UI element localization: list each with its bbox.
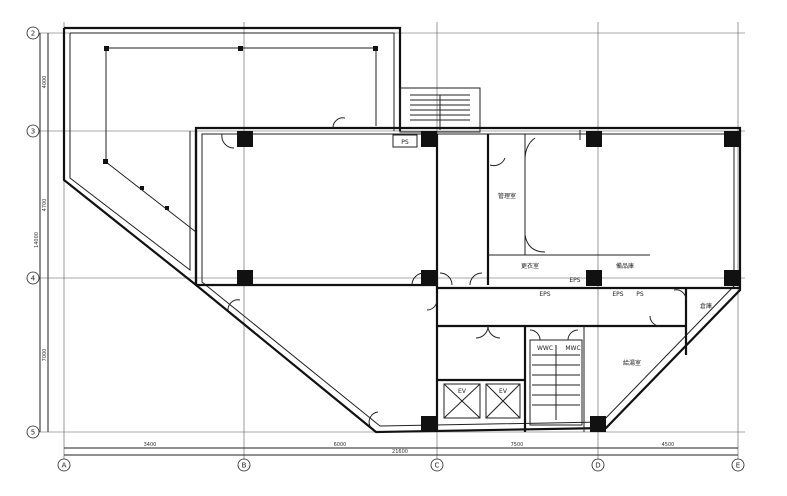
dim-total: 21600 (392, 449, 408, 455)
dim-4-5: 7000 (42, 349, 48, 362)
room-c: 備品庫 (616, 262, 634, 270)
column-c4 (421, 270, 437, 286)
dim-a-b: 3400 (144, 442, 157, 448)
terrace (62, 26, 402, 288)
room-eps-2: EPS (612, 291, 623, 298)
room-b: 更衣室 (521, 262, 539, 270)
room-storage: 倉庫 (700, 302, 712, 310)
exterior-stair (399, 87, 481, 133)
grid-col-a: A (62, 462, 67, 470)
column-b3 (237, 131, 253, 147)
interior-walls (196, 130, 740, 432)
column-c5 (421, 416, 437, 432)
left-dimensions: 4000 4700 7000 14000 (34, 76, 48, 362)
column-d3 (586, 131, 602, 147)
grid-row-4: 4 (31, 275, 36, 283)
dim-left-total: 14000 (34, 232, 40, 248)
room-a: 管理室 (498, 192, 516, 200)
grid-row-3: 3 (31, 128, 35, 136)
column-b4 (237, 270, 253, 286)
columns (237, 131, 740, 432)
dim-c-d: 7500 (511, 442, 524, 448)
dim-2-3: 4000 (42, 76, 48, 89)
column-e3 (724, 131, 740, 147)
row-bubbles: 2 3 4 5 (26, 26, 40, 439)
room-ev-2: EV (499, 388, 508, 395)
room-eps-3: EPS (569, 277, 580, 284)
grid-row-2: 2 (31, 30, 35, 38)
column-c3 (421, 131, 437, 147)
bottom-dimensions: 3400 6000 7500 4500 21600 (144, 442, 675, 455)
room-kitchen: 給湯室 (623, 359, 641, 367)
room-ps: PS (401, 139, 409, 146)
grid-lines (30, 22, 745, 470)
column-e4 (724, 270, 740, 286)
elevators (443, 383, 521, 419)
room-mwc: MWC (565, 345, 580, 352)
column-bubbles: A B C D E (57, 458, 745, 472)
dim-b-c: 6000 (334, 442, 347, 448)
interior-stair (529, 339, 583, 426)
dim-d-e: 4500 (662, 442, 675, 448)
column-d5 (590, 416, 606, 432)
room-ps-2: PS (636, 291, 644, 298)
room-eps-1: EPS (539, 291, 550, 298)
column-d4 (586, 270, 602, 286)
grid-col-e: E (736, 462, 740, 470)
room-labels: PS EPS EPS PS EPS WWC MWC EV EV 給湯室 倉庫 管… (392, 134, 712, 395)
room-wwc: WWC (537, 345, 553, 352)
door-swings (221, 117, 687, 427)
grid-col-c: C (435, 462, 440, 470)
grid-col-b: B (242, 462, 247, 470)
dimension-lines (39, 33, 738, 456)
dim-3-4: 4700 (42, 199, 48, 212)
grid-row-5: 5 (31, 429, 35, 437)
room-ev-1: EV (458, 388, 467, 395)
grid-col-d: D (595, 462, 600, 470)
building-outline (194, 126, 742, 434)
